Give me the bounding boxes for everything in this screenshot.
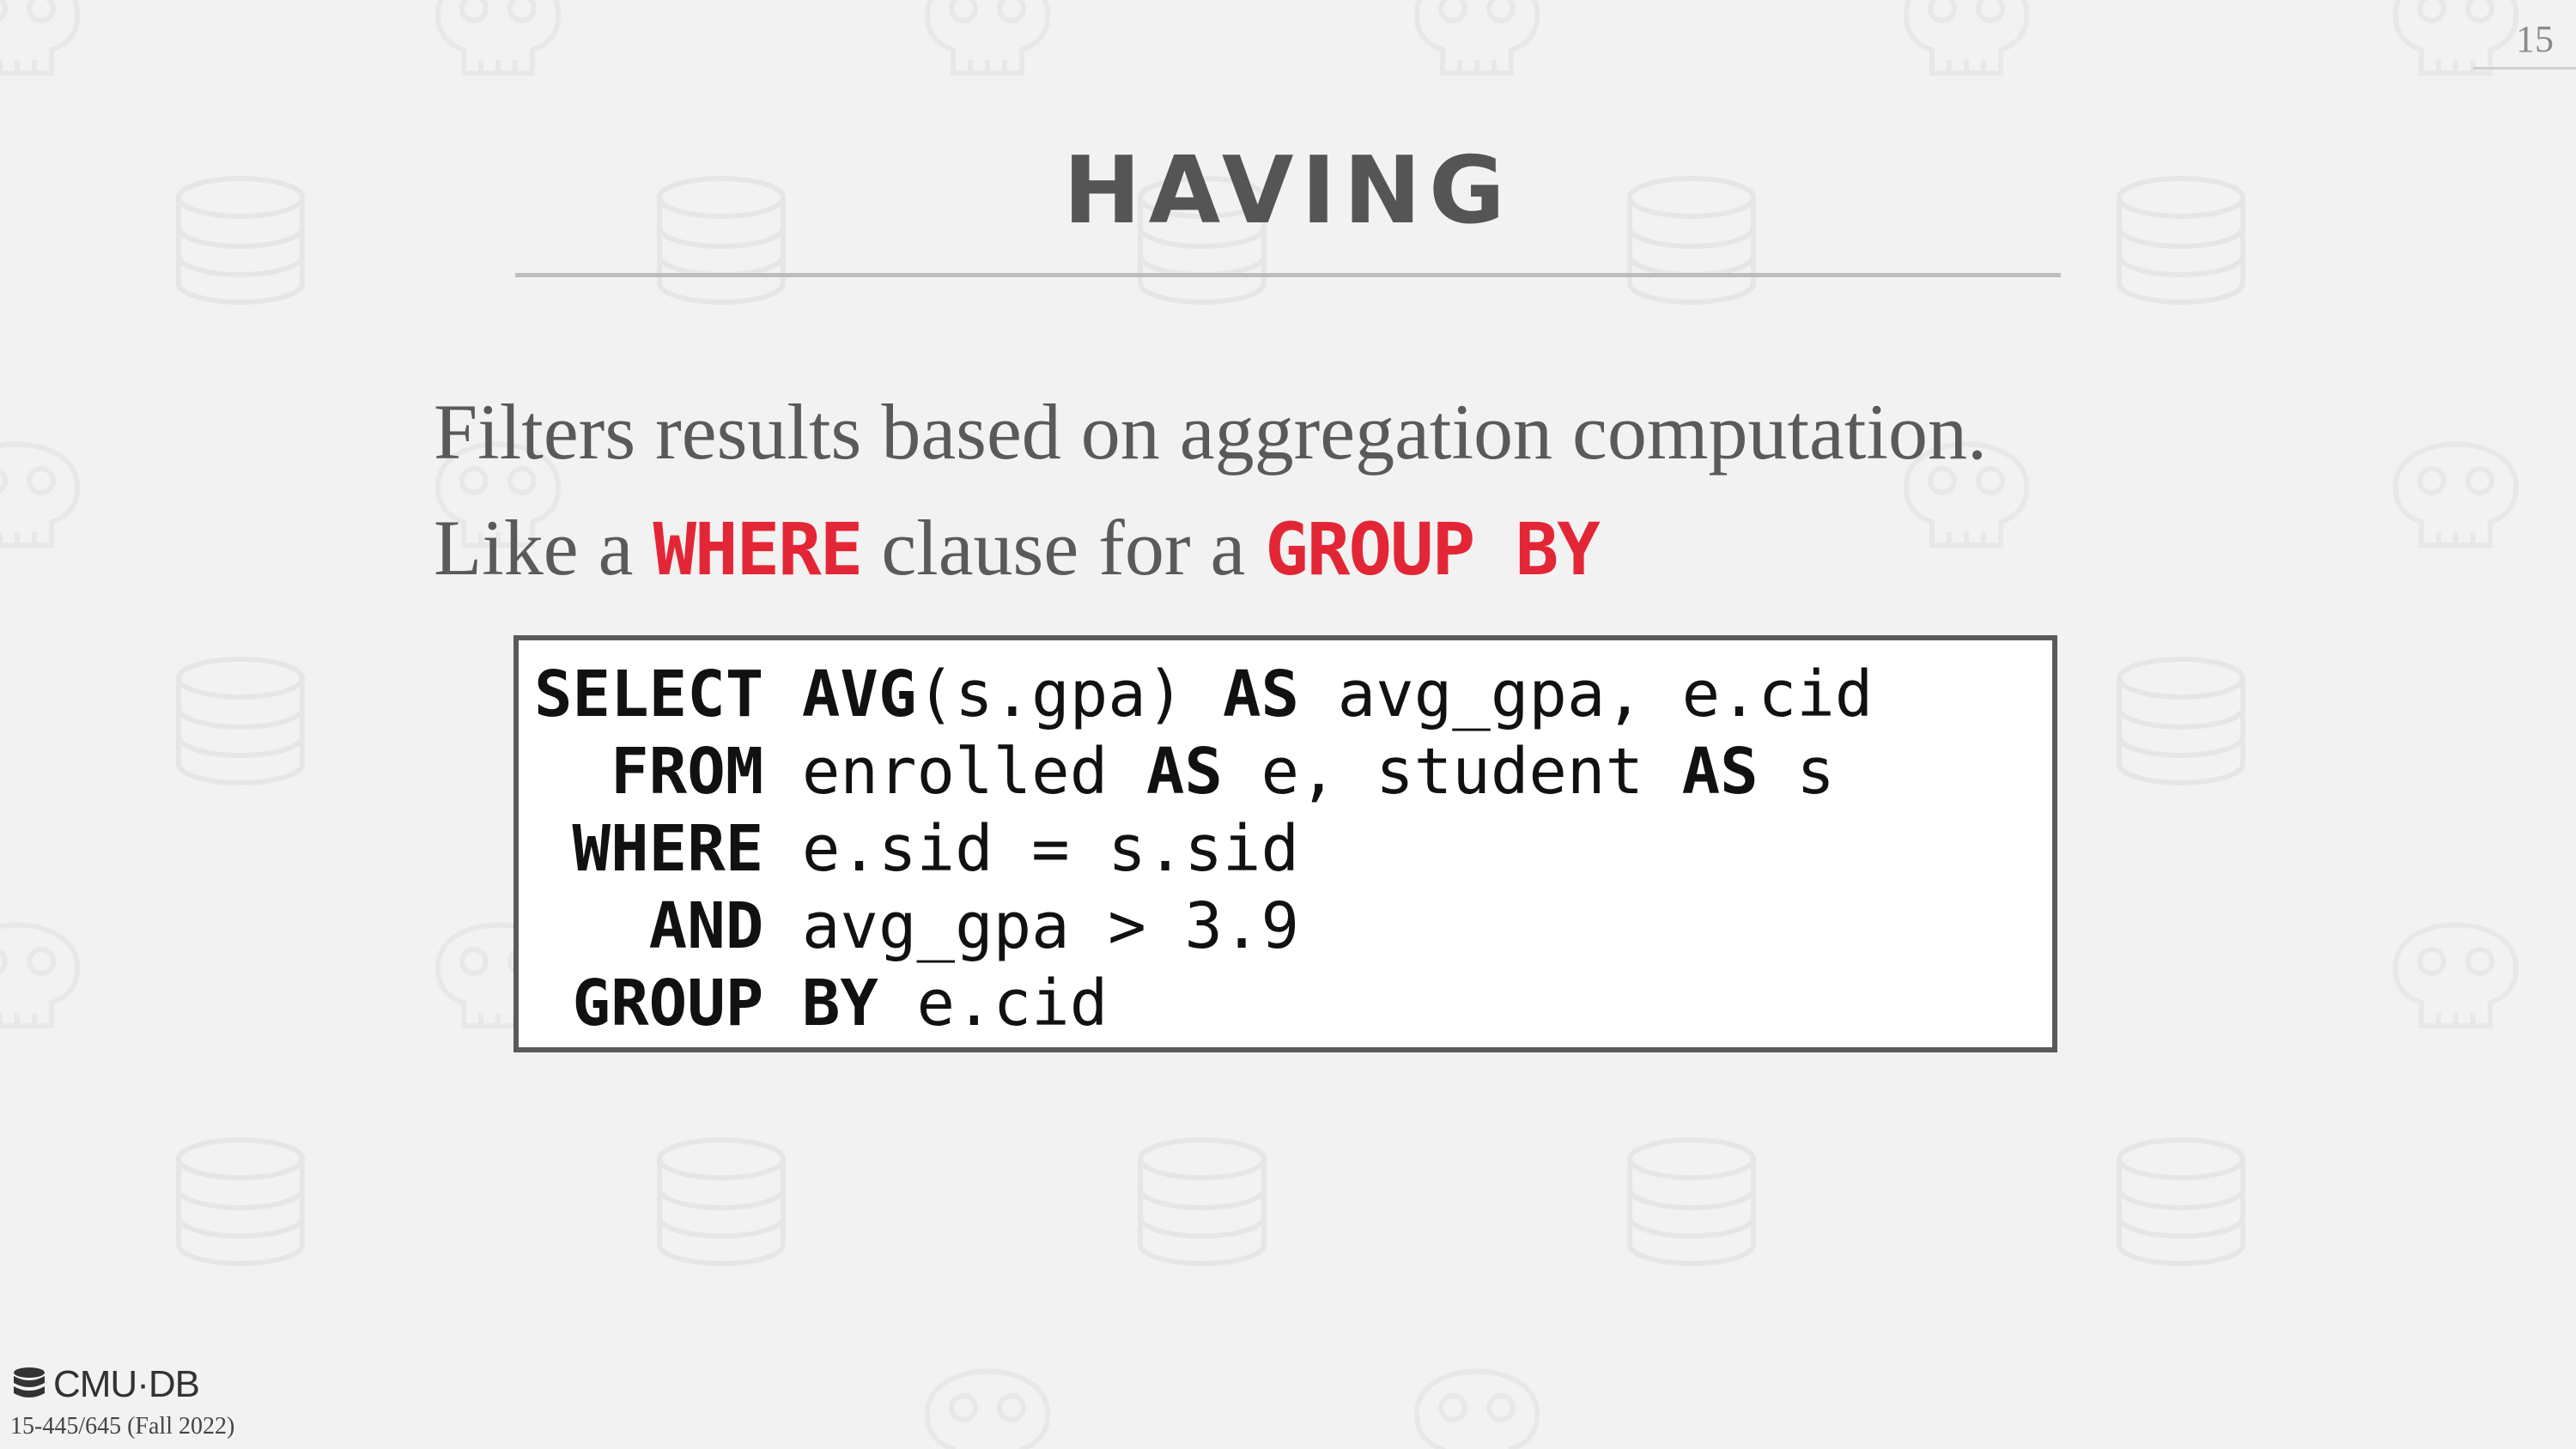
code-line-4: AND avg_gpa > 3.9 — [534, 889, 1300, 963]
database-stack-icon — [10, 1366, 48, 1404]
slide-title: HAVING — [1063, 137, 1513, 245]
code-line-5: GROUP BY e.cid — [534, 967, 1109, 1040]
line2-prefix: Like a — [434, 504, 653, 591]
sql-code: SELECT AVG(s.gpa) AS avg_gpa, e.cid FROM… — [534, 656, 1873, 1042]
code-line-2: FROM enrolled AS e, student AS s — [534, 735, 1835, 809]
bullet-line-2: Like a WHERE clause for a GROUP BY — [434, 502, 1601, 593]
where-keyword: WHERE — [653, 507, 863, 591]
bullet-line-1: Filters results based on aggregation com… — [434, 388, 1987, 476]
cmu-db-logo: CMU·DB — [10, 1363, 200, 1406]
line2-middle: clause for a — [861, 504, 1266, 591]
code-line-1: SELECT AVG(s.gpa) AS avg_gpa, e.cid — [534, 658, 1874, 731]
sql-code-box: SELECT AVG(s.gpa) AS avg_gpa, e.cid FROM… — [513, 635, 2057, 1052]
page-number-rule — [2473, 67, 2576, 70]
page-number: 15 — [2516, 18, 2554, 60]
group-by-keyword: GROUP BY — [1265, 507, 1601, 591]
title-underline — [515, 273, 2061, 277]
course-label: 15-445/645 (Fall 2022) — [10, 1413, 235, 1440]
logo-text: CMU·DB — [53, 1363, 200, 1405]
code-line-3: WHERE e.sid = s.sid — [534, 812, 1300, 886]
